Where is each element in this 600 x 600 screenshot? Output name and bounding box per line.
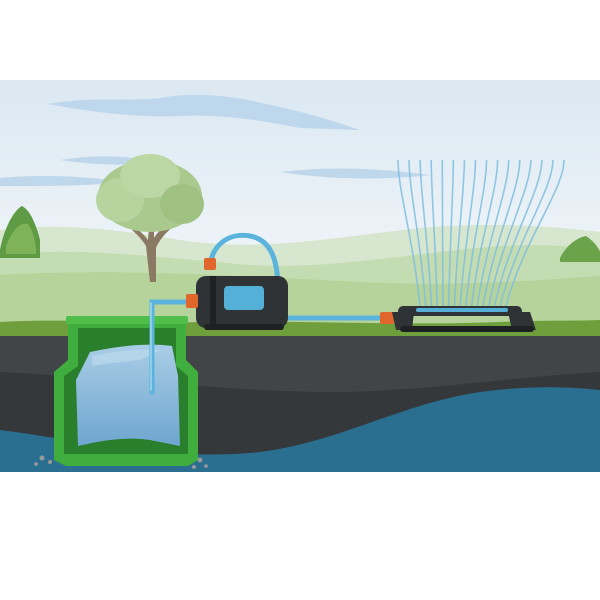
suction-pipe <box>149 299 199 395</box>
pump-outlet-hose <box>207 232 281 291</box>
water-jet <box>397 159 421 307</box>
tank-water-highlight <box>92 349 160 366</box>
pump-window <box>224 286 264 310</box>
oscillating-sprinkler-icon <box>392 306 536 332</box>
water-jet <box>453 159 466 307</box>
sprinkler-base <box>400 326 534 332</box>
sprinkler-spray <box>397 159 565 307</box>
water-jet <box>430 159 438 307</box>
water-jet <box>441 159 444 307</box>
pump-base <box>204 324 284 330</box>
water-jet <box>488 159 532 307</box>
water-jet <box>459 159 477 307</box>
water-jet <box>447 159 455 307</box>
water-jet <box>476 159 510 307</box>
tree-crown-top <box>120 154 180 198</box>
water-jet <box>493 159 543 307</box>
water-jet <box>482 159 521 307</box>
sprinkler-right-foot <box>508 312 536 330</box>
cloud-streak-upper <box>48 94 360 130</box>
tree-crown-right <box>160 184 204 224</box>
tank-rim <box>66 316 188 324</box>
pump-grip <box>210 276 216 328</box>
cloud-streak-right <box>280 168 430 179</box>
bush-right <box>560 236 600 262</box>
garden-pump-icon <box>186 232 288 330</box>
sprinkler-left-foot <box>392 312 414 330</box>
pump-inlet-connector <box>186 294 198 308</box>
tree-trunk <box>120 214 180 282</box>
sprinkler-nozzle-strip <box>416 308 508 312</box>
groundwater-layer <box>0 387 600 472</box>
water-jet <box>408 159 427 307</box>
bush-left <box>0 206 40 258</box>
hose-connector <box>380 312 394 324</box>
tree-icon <box>96 154 204 282</box>
water-jet <box>499 159 554 307</box>
gravel <box>34 455 208 469</box>
rainwater-tank-icon <box>34 316 208 469</box>
water-jet <box>505 159 565 307</box>
water-jet <box>419 159 433 307</box>
water-jet <box>465 159 488 307</box>
water-jet <box>470 159 499 307</box>
cloud-streak-left <box>0 175 120 186</box>
pump-connector-orange <box>204 258 216 270</box>
